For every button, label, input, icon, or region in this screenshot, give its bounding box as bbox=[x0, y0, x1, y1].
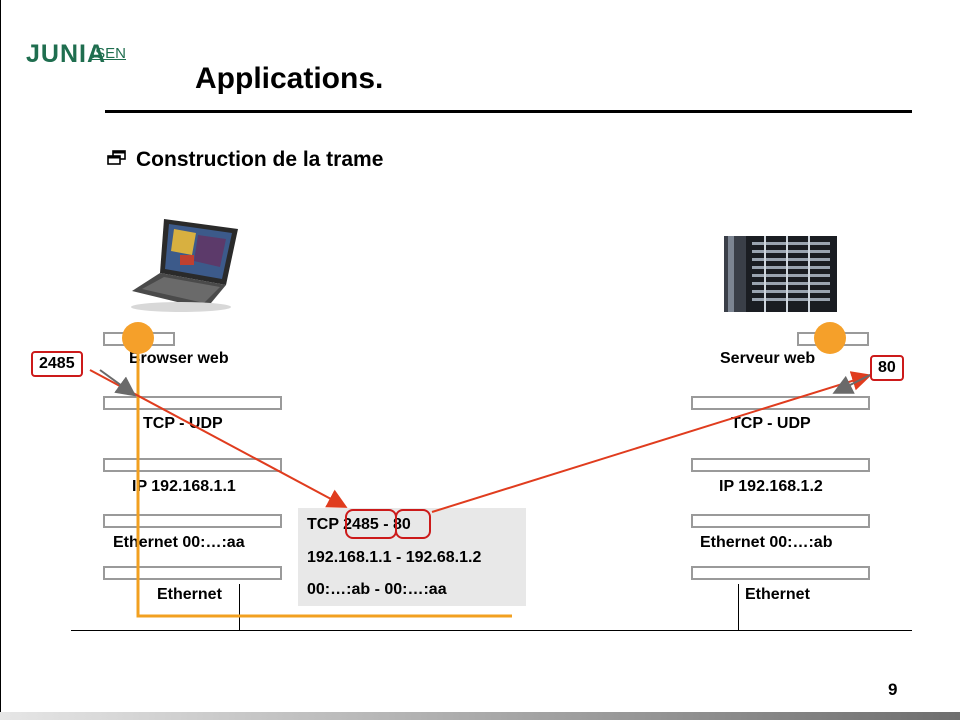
section-subtitle: Construction de la trame bbox=[136, 148, 384, 171]
client-network-drop bbox=[239, 584, 240, 630]
page-number: 9 bbox=[888, 680, 898, 699]
slide-left-border bbox=[0, 0, 1, 712]
server-layer-ethernet-mac: Ethernet 00:…:ab bbox=[700, 534, 833, 551]
server-grey-arrow bbox=[832, 373, 873, 394]
server-network-box bbox=[691, 458, 870, 472]
isen-logo: ISEN bbox=[91, 45, 127, 62]
network-bus-line bbox=[71, 630, 912, 631]
frame-panel bbox=[298, 508, 526, 606]
client-layer-ip: IP 192.168.1.1 bbox=[132, 478, 236, 495]
frame-mac-line: 00:…:ab - 00:…:aa bbox=[307, 581, 447, 598]
encapsulation-path bbox=[136, 338, 512, 618]
client-layer-app: Browser web bbox=[129, 350, 229, 367]
frame-src-port: 2485 bbox=[343, 516, 379, 533]
server-socket-dot bbox=[814, 322, 846, 354]
client-physical-box bbox=[103, 566, 282, 580]
client-transport-box bbox=[103, 396, 282, 410]
title-underline bbox=[105, 110, 912, 113]
client-grey-arrow bbox=[99, 369, 137, 397]
footer-gradient-bar bbox=[0, 712, 960, 720]
server-port-box: 80 bbox=[870, 355, 904, 381]
client-network-box bbox=[103, 458, 282, 472]
server-rack-image bbox=[724, 236, 837, 312]
server-layer-transport: TCP - UDP bbox=[731, 415, 811, 432]
server-layer-app: Serveur web bbox=[720, 350, 816, 367]
window-bullet-icon bbox=[107, 150, 126, 165]
laptop-image bbox=[131, 219, 238, 312]
slide-title: Applications. bbox=[195, 62, 384, 95]
src-port-highlight bbox=[345, 509, 397, 539]
client-socket-dot bbox=[122, 322, 154, 354]
server-layer-ip: IP 192.168.1.2 bbox=[719, 478, 823, 495]
client-layer-transport: TCP - UDP bbox=[143, 415, 223, 432]
client-port-box: 2485 bbox=[31, 351, 83, 377]
server-link-box bbox=[691, 514, 870, 528]
junia-logo: JUNIA bbox=[26, 40, 107, 68]
destination-port-arrow bbox=[431, 371, 872, 513]
client-layer-physical: Ethernet bbox=[157, 586, 222, 603]
frame-ip-line: 192.168.1.1 - 192.68.1.2 bbox=[307, 549, 482, 566]
server-network-drop bbox=[738, 584, 739, 630]
client-link-box bbox=[103, 514, 282, 528]
frame-tcp-line: TCP 2485 - 80 bbox=[307, 516, 411, 534]
client-layer-ethernet-mac: Ethernet 00:…:aa bbox=[113, 534, 245, 551]
dst-port-highlight bbox=[395, 509, 431, 539]
server-layer-physical: Ethernet bbox=[745, 586, 810, 603]
server-physical-box bbox=[691, 566, 870, 580]
frame-tcp-prefix: TCP bbox=[307, 516, 344, 533]
